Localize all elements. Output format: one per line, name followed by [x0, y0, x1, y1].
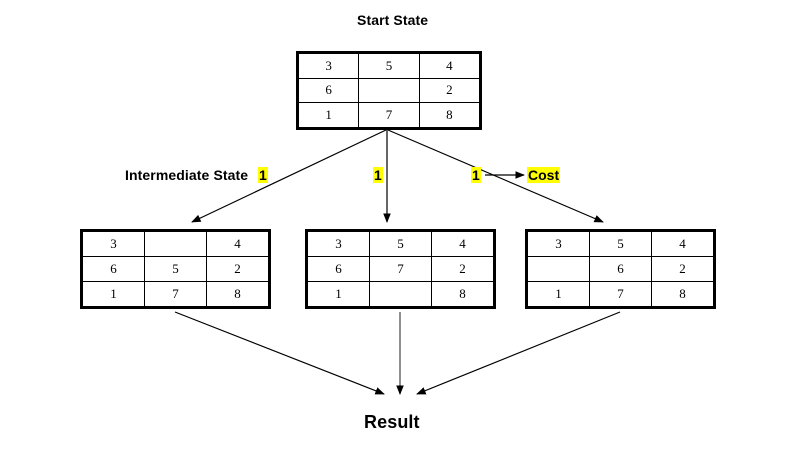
- cost-badge-right: 1: [471, 167, 481, 183]
- cell-1-2: 2: [418, 77, 481, 104]
- cell-2-0: 1: [307, 281, 370, 307]
- cell-2-0: 1: [527, 281, 590, 307]
- edge-start-to-right: [387, 129, 604, 223]
- cost-label: Cost: [527, 167, 561, 183]
- intermediate-state-left-grid: 3 4 6 5 2 1 7 8: [80, 229, 271, 309]
- cell-1-2: 2: [651, 256, 714, 282]
- cell-0-1: 5: [358, 53, 420, 79]
- intermediate-state-middle-grid: 3 5 4 6 7 2 1 8: [305, 229, 496, 309]
- table-row: 1 7 8: [82, 281, 269, 307]
- cost-badge-left: 1: [258, 167, 268, 183]
- start-state-title: Start State: [357, 12, 429, 28]
- edge-left-to-result: [174, 311, 385, 395]
- cell-2-1: 7: [358, 102, 420, 128]
- cell-1-2: 2: [206, 256, 269, 282]
- cell-0-0: 3: [527, 231, 590, 257]
- cost-badge-middle: 1: [373, 167, 383, 183]
- cell-1-1: 5: [144, 256, 207, 282]
- cell-2-2: 8: [206, 281, 269, 307]
- intermediate-state-label: Intermediate State: [125, 167, 249, 183]
- intermediate-state-right-grid: 3 5 4 6 2 1 7 8: [525, 229, 716, 309]
- cell-0-0: 3: [82, 231, 145, 257]
- cell-1-1: [358, 77, 420, 104]
- cell-0-1: [144, 231, 207, 257]
- cell-0-1: 5: [589, 231, 652, 257]
- edge-right-to-result: [416, 311, 621, 395]
- cell-2-2: 8: [431, 281, 494, 307]
- cell-1-0: 6: [82, 256, 145, 282]
- cell-0-2: 4: [431, 231, 494, 257]
- cell-2-1: 7: [144, 281, 207, 307]
- cell-2-2: 8: [418, 102, 481, 128]
- cell-1-0: [527, 256, 590, 282]
- table-row: 3 4: [82, 231, 269, 257]
- cell-0-2: 4: [206, 231, 269, 257]
- cell-1-1: 7: [369, 256, 432, 282]
- table-row: 1 8: [307, 281, 494, 307]
- table-row: 3 5 4: [297, 53, 481, 79]
- cell-0-0: 3: [307, 231, 370, 257]
- table-row: 6 7 2: [307, 256, 494, 282]
- table-row: 6 2: [297, 77, 481, 104]
- cell-2-0: 1: [82, 281, 145, 307]
- cell-2-1: [369, 281, 432, 307]
- cell-0-0: 3: [297, 53, 360, 79]
- cell-1-0: 6: [297, 77, 360, 104]
- table-row: 1 7 8: [527, 281, 714, 307]
- table-row: 3 5 4: [527, 231, 714, 257]
- table-row: 3 5 4: [307, 231, 494, 257]
- cell-2-2: 8: [651, 281, 714, 307]
- cell-2-1: 7: [589, 281, 652, 307]
- cell-2-0: 1: [297, 102, 360, 128]
- cell-1-2: 2: [431, 256, 494, 282]
- result-label: Result: [364, 412, 420, 432]
- cell-1-1: 6: [589, 256, 652, 282]
- cell-0-2: 4: [418, 53, 481, 79]
- table-row: 1 7 8: [297, 102, 481, 128]
- table-row: 6 5 2: [82, 256, 269, 282]
- start-state-grid: 3 5 4 6 2 1 7 8: [296, 51, 482, 130]
- cell-0-1: 5: [369, 231, 432, 257]
- table-row: 6 2: [527, 256, 714, 282]
- cell-0-2: 4: [651, 231, 714, 257]
- cell-1-0: 6: [307, 256, 370, 282]
